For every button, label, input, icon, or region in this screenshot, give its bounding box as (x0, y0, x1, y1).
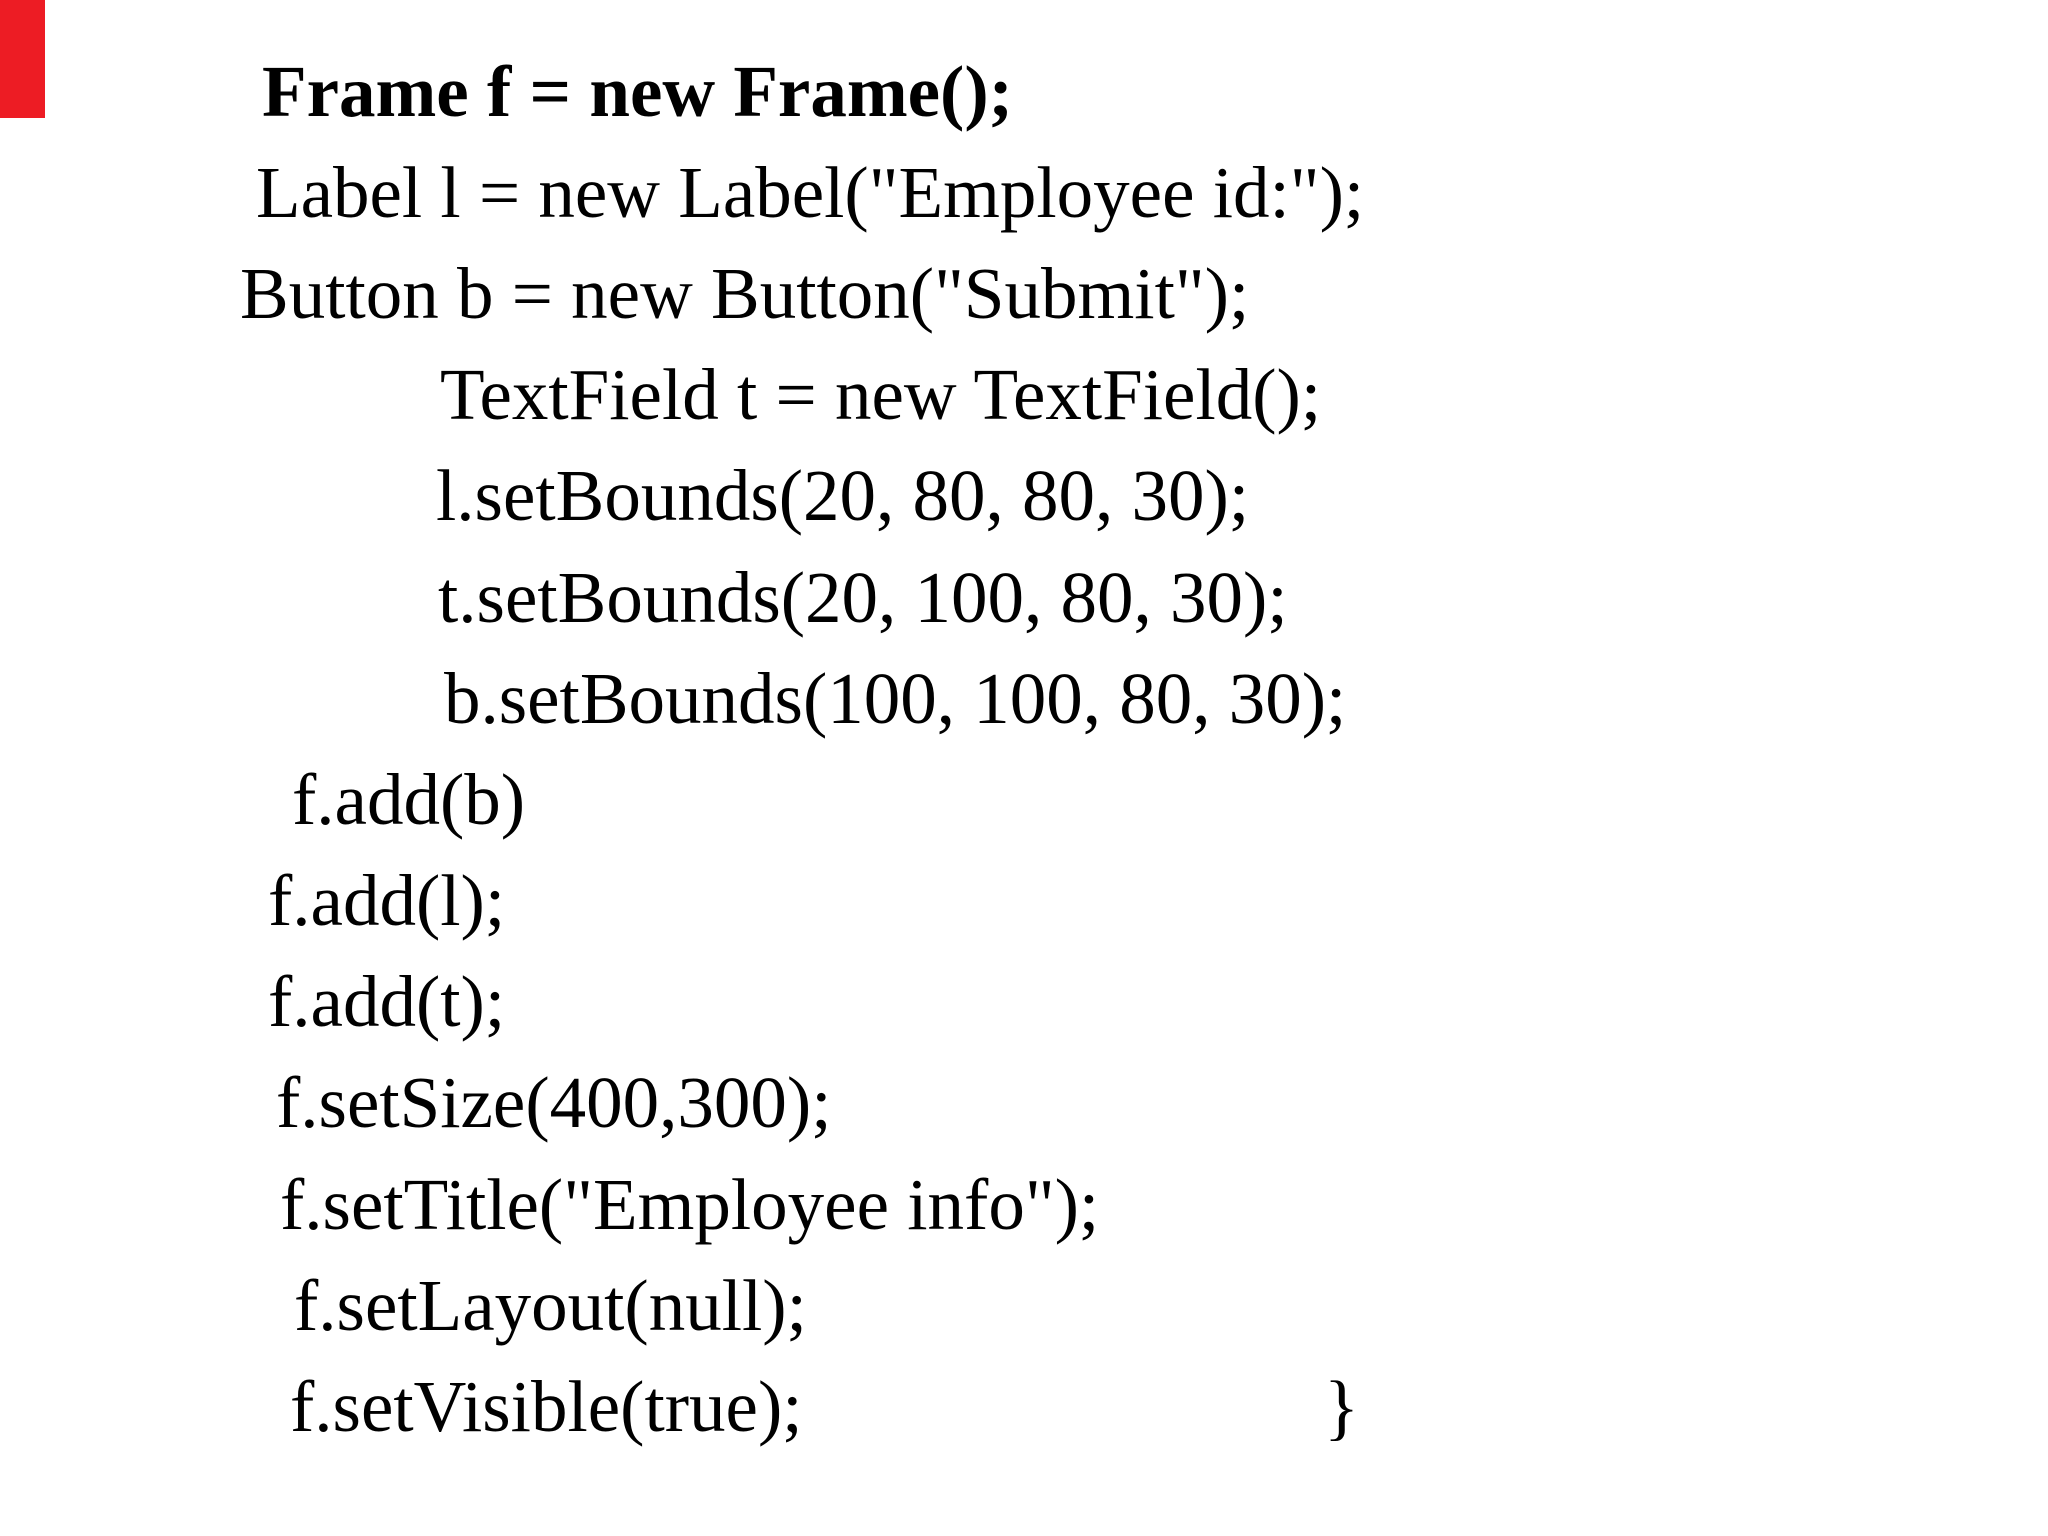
code-line-frame-declaration: Frame f = new Frame(); (262, 51, 1013, 132)
code-line-add-label: f.add(l); (268, 860, 506, 941)
closing-brace: } (1324, 1366, 1360, 1447)
red-marker (0, 0, 45, 118)
code-line-button-setbounds: b.setBounds(100, 100, 80, 30); (444, 658, 1347, 739)
code-line-setvisible: f.setVisible(true); (290, 1366, 803, 1447)
code-line-add-textfield: f.add(t); (268, 961, 506, 1042)
code-line-settitle: f.setTitle("Employee info"); (280, 1164, 1100, 1245)
code-line-label-setbounds: l.setBounds(20, 80, 80, 30); (436, 455, 1250, 536)
code-line-textfield-setbounds: t.setBounds(20, 100, 80, 30); (438, 557, 1288, 638)
code-line-label-declaration: Label l = new Label("Employee id:"); (256, 152, 1365, 233)
code-line-setlayout: f.setLayout(null); (294, 1265, 807, 1346)
code-line-button-declaration: Button b = new Button("Submit"); (240, 253, 1250, 334)
code-line-add-button: f.add(b) (292, 759, 526, 840)
code-line-setsize: f.setSize(400,300); (276, 1062, 832, 1143)
code-line-textfield-declaration: TextField t = new TextField(); (440, 354, 1322, 435)
